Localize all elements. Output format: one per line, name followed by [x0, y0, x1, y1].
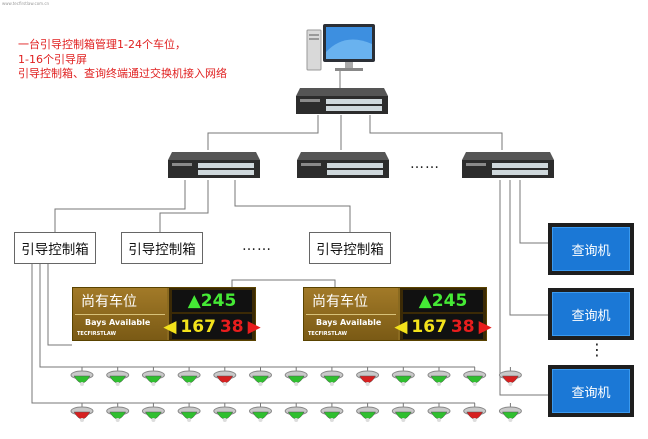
- parking-sensor-icon: [70, 403, 94, 422]
- right-count: 38: [450, 316, 475, 337]
- note-line-1: 一台引导控制箱管理1-24个车位，: [18, 38, 186, 51]
- access-switch-3-icon: [462, 152, 554, 178]
- switch-ellipsis: ……: [410, 156, 440, 172]
- parking-sensor-icon: [106, 367, 130, 386]
- controller-ellipsis: ……: [242, 238, 272, 254]
- parking-sensor-icon: [320, 367, 344, 386]
- note-line-2: 1-16个引导屏: [18, 52, 87, 66]
- access-switch-2-icon: [297, 152, 389, 178]
- parking-sensor-icon: [356, 403, 380, 422]
- parking-sensor-icon: [356, 367, 380, 386]
- guide-controller-3: 引导控制箱: [309, 232, 391, 264]
- parking-sensor-icon: [463, 403, 487, 422]
- core-switch-icon: [296, 88, 388, 114]
- parking-sensor-icon: [391, 403, 415, 422]
- up-arrow-icon: ▲: [418, 291, 432, 311]
- parking-sensor-icon: [498, 367, 522, 386]
- access-switch-1-icon: [168, 152, 260, 178]
- query-terminal-label: 查询机: [552, 227, 630, 271]
- sign-title: 尚有车位: [312, 294, 368, 310]
- monitor-icon: [306, 24, 375, 71]
- left-arrow-icon: ◀: [394, 316, 408, 337]
- sign-subtitle: Bays Available: [316, 318, 382, 327]
- terminal-ellipsis: ⋮: [589, 340, 606, 359]
- parking-sensor-icon: [177, 403, 201, 422]
- right-count: 38: [219, 316, 244, 337]
- query-terminal-2: 查询机: [548, 288, 634, 340]
- parking-sensor-icon: [463, 367, 487, 386]
- left-count: 167: [180, 316, 216, 337]
- description-note: 一台引导控制箱管理1-24个车位， 1-16个引导屏 引导控制箱、查询终端通过交…: [18, 38, 227, 82]
- sign-divider: [306, 314, 396, 315]
- sign-brand: TECFIRSTLAW: [308, 331, 347, 337]
- parking-sensor-icon: [213, 367, 237, 386]
- query-terminal-label: 查询机: [552, 292, 630, 336]
- right-arrow-icon: ▶: [478, 316, 492, 337]
- parking-sensor-icon: [141, 403, 165, 422]
- sign-subtitle: Bays Available: [85, 318, 151, 327]
- parking-sensor-icon: [106, 403, 130, 422]
- source-url-text: www.tecfirstlaw.com.cn: [2, 1, 50, 6]
- sign-brand: TECFIRSTLAW: [77, 331, 116, 337]
- available-count: 245: [431, 291, 468, 311]
- parking-sensor-icon: [177, 367, 201, 386]
- sign-divider: [75, 314, 165, 315]
- parking-sensor-icon: [427, 367, 451, 386]
- parking-sensor-icon: [498, 403, 522, 422]
- parking-sensor-icon: [141, 367, 165, 386]
- parking-sensor-icon: [213, 403, 237, 422]
- guide-controller-1: 引导控制箱: [14, 232, 96, 264]
- note-line-3: 引导控制箱、查询终端通过交换机接入网络: [18, 67, 227, 80]
- parking-sensor-icon: [249, 403, 272, 422]
- parking-sensor-icon: [391, 367, 415, 386]
- parking-sensor-icon: [249, 367, 272, 386]
- guide-controller-2: 引导控制箱: [121, 232, 203, 264]
- up-arrow-icon: ▲: [187, 291, 201, 311]
- query-terminal-label: 查询机: [552, 369, 630, 413]
- query-terminal-1: 查询机: [548, 223, 634, 275]
- guidance-sign-2: 尚有车位 Bays Available TECFIRSTLAW ▲245 ◀ 1…: [303, 287, 492, 341]
- parking-sensor-icon: [284, 367, 308, 386]
- query-terminal-3: 查询机: [548, 365, 634, 417]
- right-arrow-icon: ▶: [247, 316, 261, 337]
- sign-title: 尚有车位: [81, 294, 137, 310]
- parking-sensor-icon: [70, 367, 94, 386]
- parking-sensor-icon: [320, 403, 344, 422]
- parking-sensor-icon: [427, 403, 451, 422]
- available-count: 245: [200, 291, 237, 311]
- parking-sensor-icon: [284, 403, 308, 422]
- left-count: 167: [411, 316, 447, 337]
- guidance-sign-1: 尚有车位 Bays Available TECFIRSTLAW ▲245 ◀ 1…: [72, 287, 261, 341]
- left-arrow-icon: ◀: [163, 316, 177, 337]
